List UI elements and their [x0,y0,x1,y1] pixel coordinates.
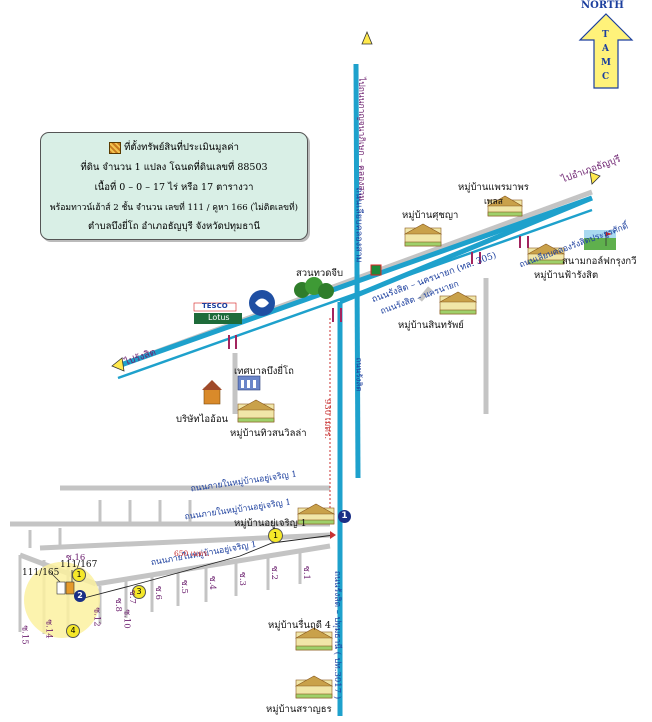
north-letter-t: T [602,30,609,40]
company-building-icon [202,380,222,405]
road-rangsit-nakhonnayok [117,195,593,369]
tesco-lotus-logo [193,302,242,324]
label-rangsit-road: ถนนรังสิต [354,357,364,392]
route-arrow-icon [330,531,336,539]
lane-label-6: ซ.6 [152,586,163,600]
lane-label-15: ซ.15 [19,625,30,645]
bridge-icon [228,335,237,349]
north-letter-c: C [602,72,610,82]
property-neighbor-lot [56,581,66,595]
marker-1-blue[interactable]: 1 [338,510,351,523]
marker-1-yellow[interactable]: 1 [268,528,283,543]
label-lotus: Lotus [208,313,230,322]
route-line [83,534,335,599]
marker-1-yellow-property[interactable]: 1 [72,568,86,582]
label-village-phraphon: หมู่บ้านแพรมาพร [458,182,529,193]
lane-label-2: ซ.2 [268,566,279,580]
municipality-building-icon [237,375,261,391]
label-village-sarunthorn: หมู่บ้านสราญธร [266,704,332,715]
property-pointer [49,571,61,583]
marker-4-yellow[interactable]: 4 [66,624,80,638]
north-letter-m: M [601,58,611,68]
arrow-north-icon [361,30,373,45]
label-village-sinsap: หมู่บ้านสินทรัพย์ [398,320,464,331]
lane-label-7: ซ.7 [126,590,137,604]
bridge-icon [471,252,481,264]
road-gray-sinsap [418,286,432,302]
info-line-3: เนื้อที่ 0 – 0 – 17 ไร่ หรือ 17 ตารางวา [94,182,254,193]
label-lot-111-167: 111/167 [60,560,98,570]
label-village-fa-rangsit: หมู่บ้านฟ้ารังสิต [534,270,599,281]
bank-logo-mark [255,298,269,308]
info-line-1: ที่ตั้งทรัพย์สินที่ประเมินมูลค่า [124,142,239,153]
arrow-east-icon [589,171,601,185]
lane-label-3: ซ.3 [236,572,247,586]
label-suan-tawan-chin: สวนทวดจีบ [296,268,343,279]
golf-course-icon [584,230,616,250]
lane-label-5: ซ.5 [178,580,189,594]
lane-label-16: ซ.16 [66,553,86,563]
lane-label-14: ซ.14 [43,619,54,639]
info-line-5: ตำบลบึงยี่โถ อำเภอธัญบุรี จังหวัดปทุมธาน… [88,221,260,232]
village-house-icons [236,195,566,699]
road-blue-lower [117,208,593,380]
trees-icon [294,277,334,299]
property-hatched-lot [65,581,75,595]
label-municipality: เทศบาลบึงยี่โถ [234,366,294,377]
label-distance-650: 650 เมตร. [174,549,210,558]
label-village-thiw-son: หมู่บ้านทิวสนวิลล่า [230,428,307,439]
north-letter-a: A [602,44,609,54]
label-main-south: ถนนรังสิต – ปทุมธานี ( ปท.3017 ) [332,570,343,700]
north-label: NORTH [581,0,624,11]
label-distance-930: 930 เมตร. [322,398,333,440]
label-company: บริษัทไออ้อน [176,414,229,425]
lane-label-10: ซ.10 [121,609,132,629]
road-gray-village-bottom [95,543,331,587]
lane-label-4: ซ.4 [206,576,217,590]
label-lot-111-165: 111/165 [22,568,60,578]
lane-label-1: ซ.1 [300,566,311,580]
label-village-phraphon-2: เพลส [484,197,503,207]
info-line-4: พร้อมทาวน์เฮ้าส์ 2 ชั้น จำนวน เลขที่ 111… [49,203,299,213]
road-liap-khlong-3 [353,63,361,479]
arrow-west-icon [111,357,125,372]
marker-3-yellow[interactable]: 3 [132,585,146,599]
label-village-yucharoen: หมู่บ้านอยู่เจริญ 1 [234,518,307,529]
label-liap-khlong-3-upper: ไปถนนกาญจนาภิเษก – คลองสาม [355,77,366,201]
marker-2-blue[interactable]: 2 [74,590,86,602]
north-arrow: T A M C [578,12,634,90]
label-tesco: TESCO [202,302,228,310]
lane-label-12: ซ.12 [91,607,102,627]
label-golf: สนามกอล์ฟกรุงกวี [562,256,637,267]
property-swatch-icon [109,141,122,154]
bridge-icon [519,236,529,248]
bridge-icon [332,308,342,322]
label-village-suchaya: หมู่บ้านศุชญา [402,210,459,221]
label-village-ruenruedee: หมู่บ้านรื่นฤดี 4 [268,620,331,631]
property-info-box: ที่ตั้งทรัพย์สินที่ประเมินมูลค่า ที่ดิน … [40,132,308,240]
seven-eleven-icon [370,264,382,276]
info-line-2: ที่ดิน จำนวน 1 แปลง โฉนดที่ดินเลขที่ 885… [80,162,268,173]
